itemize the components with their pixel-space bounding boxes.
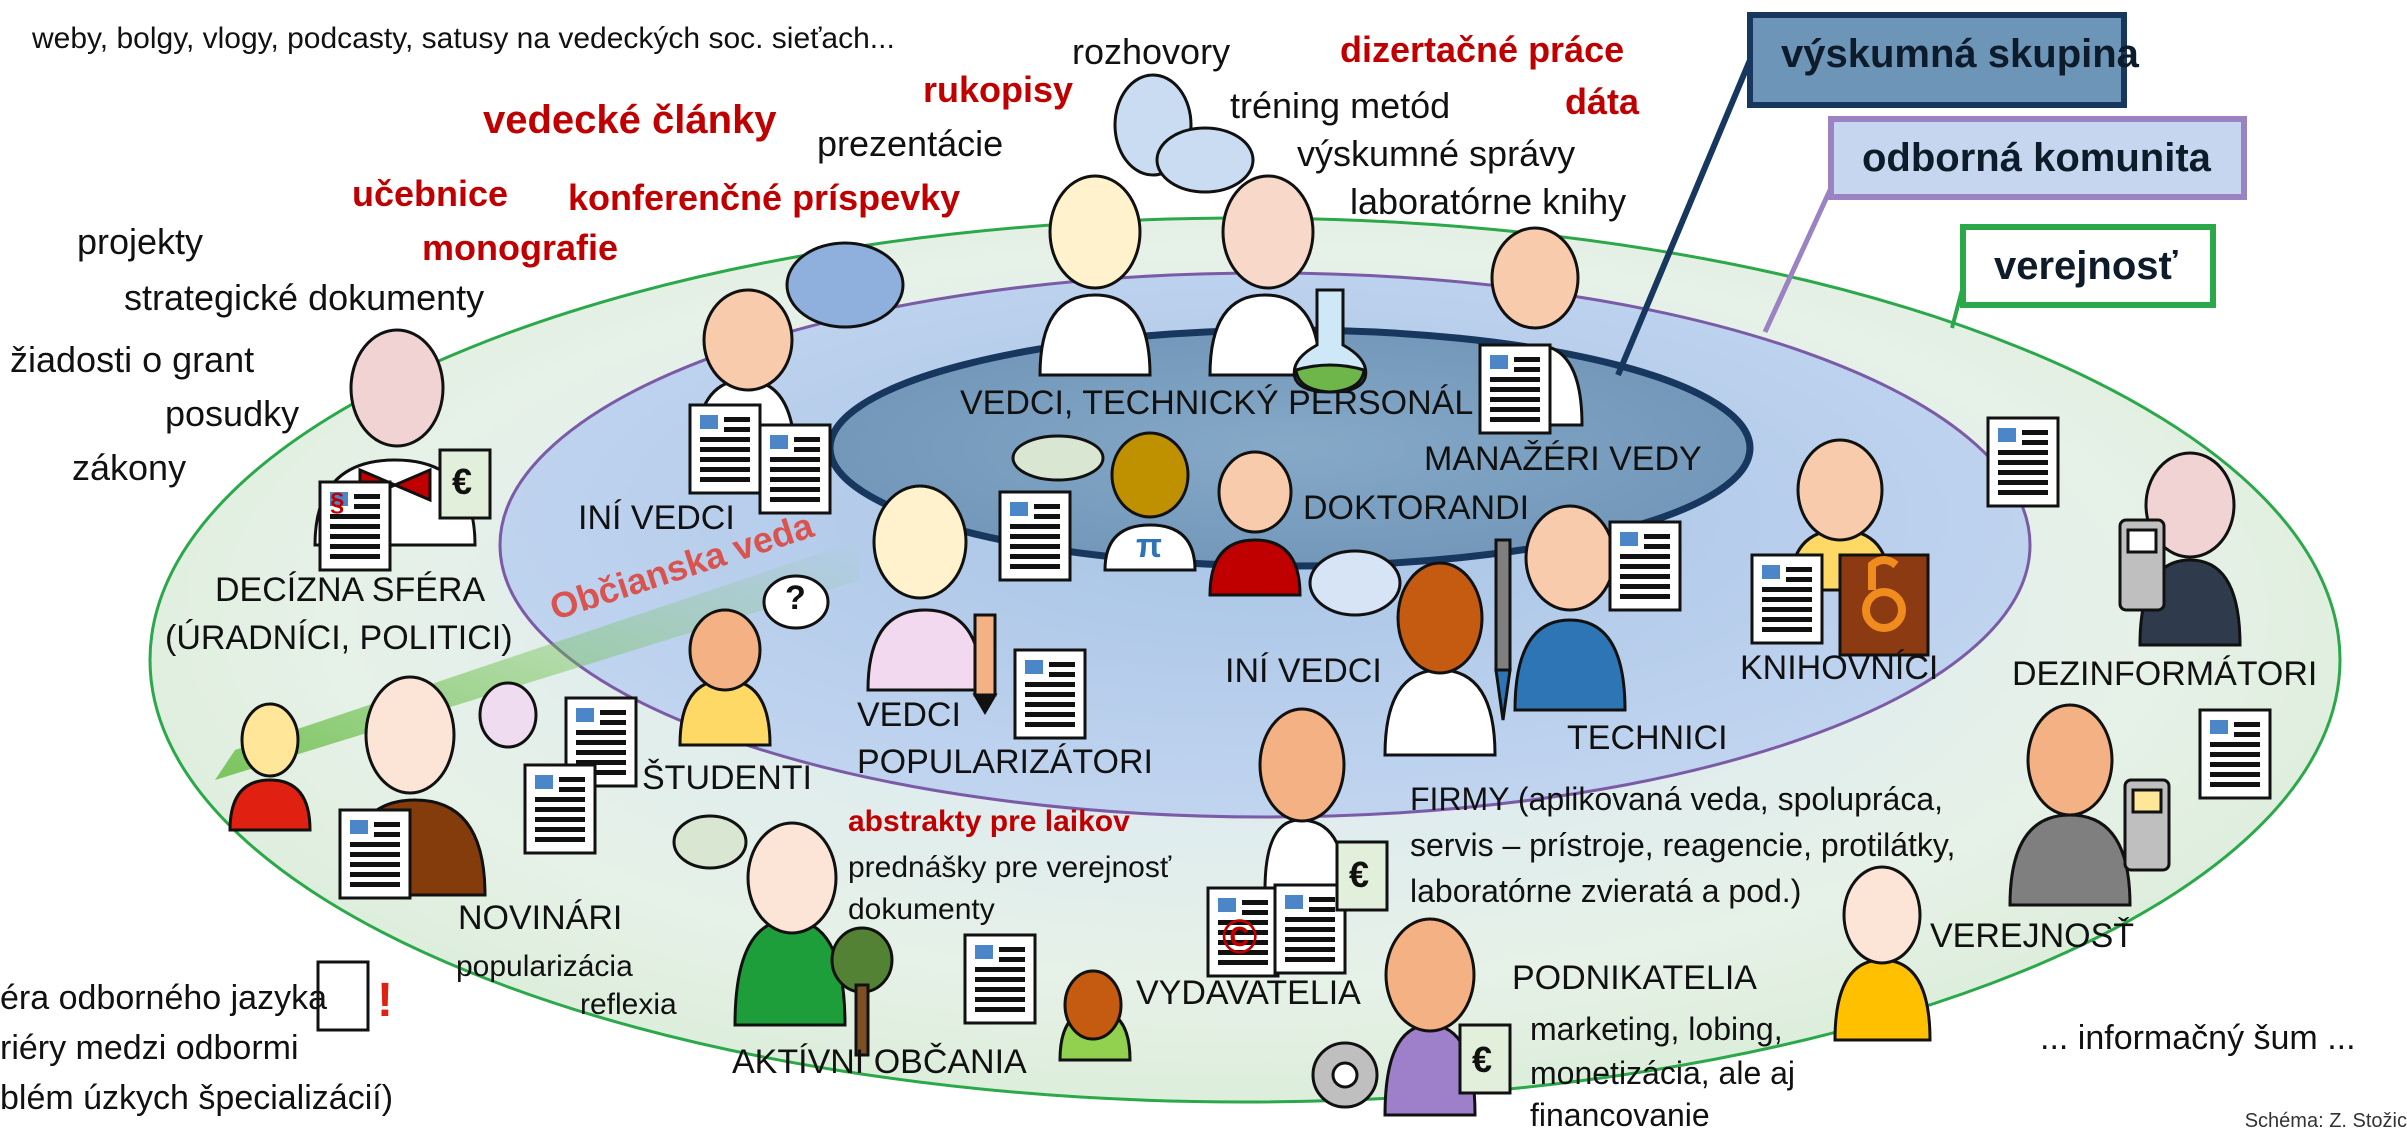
connector-research-group	[1615, 58, 1753, 377]
actor-documents: dokumenty	[848, 893, 995, 926]
actor-other-scientists-left: INÍ VEDCI	[578, 499, 735, 537]
money-notes	[316, 448, 1512, 1095]
output-conference: konferenčné príspevky	[568, 177, 961, 218]
actor-decision-sphere-sub: (ÚRADNÍCI, POLITICI)	[165, 619, 513, 657]
actor-firms-3: laboratórne zvieratá a pod.)	[1410, 873, 1802, 909]
euro-icon: €	[452, 461, 473, 502]
euro-icon: €	[1472, 1039, 1493, 1080]
output-presentations: prezentácie	[817, 123, 1004, 164]
actor-public: VEREJNOSŤ	[1930, 917, 2135, 955]
paragraph-icon: §	[330, 487, 345, 517]
actor-phd: DOKTORANDI	[1303, 489, 1530, 527]
actor-popularizers: VEDCI	[857, 696, 961, 734]
actor-abstracts: abstrakty pre laikov	[848, 805, 1130, 838]
label-professional-community: odborná komunita	[1828, 116, 2247, 200]
question-icon: ?	[785, 579, 806, 617]
output-reviews: posudky	[165, 393, 300, 434]
exclamation-icon: !	[377, 974, 393, 1027]
connector-community	[1762, 188, 1833, 334]
actor-technicians: TECHNICI	[1567, 719, 1728, 757]
output-interviews: rozhovory	[1072, 31, 1231, 72]
label-public: verejnosť	[1960, 224, 2216, 308]
output-web: weby, bolgy, vlogy, podcasty, satusy na …	[32, 22, 895, 55]
actor-decision-sphere: DECÍZNA SFÉRA	[215, 571, 486, 609]
note-jargon-3: blém úzkych špecializácií)	[0, 1079, 394, 1117]
label-research-group: výskumná skupina	[1747, 12, 2139, 108]
output-projects: projekty	[77, 221, 204, 262]
actor-popularizers-sub: POPULARIZÁTORI	[857, 743, 1153, 781]
output-labbooks: laboratórne knihy	[1350, 181, 1627, 222]
actor-firms-2: servis – prístroje, reagencie, protilátk…	[1410, 827, 1956, 863]
actor-disinformers: DEZINFORMÁTORI	[2012, 655, 2318, 693]
output-textbooks: učebnice	[352, 173, 509, 214]
output-laws: zákony	[72, 447, 187, 488]
output-monographs: monografie	[422, 227, 619, 268]
actor-entrepreneurs-2: monetizácia, ale aj	[1530, 1055, 1796, 1091]
speech-bubbles	[478, 73, 1402, 870]
actor-firms-1: FIRMY (aplikovaná veda, spolupráca,	[1410, 781, 1944, 817]
output-manuscripts: rukopisy	[923, 69, 1074, 110]
actor-journalists-popularization: popularizácia	[456, 950, 633, 983]
credit-label: Schéma: Z. Stožic	[2244, 1110, 2407, 1132]
actor-other-scientists-center: INÍ VEDCI	[1225, 652, 1382, 690]
output-grants: žiadosti o grant	[10, 339, 255, 380]
actor-entrepreneurs-3: financovanie	[1530, 1097, 1710, 1133]
actor-lectures: prednášky pre verejnosť	[848, 851, 1172, 884]
decorative-props	[830, 288, 2171, 1109]
actor-active-citizens: AKTÍVNI OBČANIA	[732, 1043, 1027, 1081]
output-methods: tréning metód	[1230, 85, 1451, 126]
actor-journalists-reflection: reflexia	[580, 988, 677, 1021]
note-information-noise: ... informačný šum ...	[2040, 1019, 2356, 1057]
copyright-icon: ©	[1222, 911, 1258, 964]
actor-entrepreneurs-1: marketing, lobing,	[1530, 1011, 1783, 1047]
euro-icon: €	[1349, 854, 1370, 895]
actor-scientists-staff: VEDCI, TECHNICKÝ PERSONÁL	[960, 384, 1474, 422]
output-reports: výskumné správy	[1297, 133, 1576, 174]
note-jargon-2: riéry medzi odbormi	[0, 1029, 299, 1067]
actor-journalists: NOVINÁRI	[458, 899, 623, 937]
actor-entrepreneurs: PODNIKATELIA	[1512, 959, 1757, 997]
output-data: dáta	[1565, 81, 1640, 122]
output-strategic: strategické dokumenty	[124, 277, 485, 318]
output-dissertations: dizertačné práce	[1340, 29, 1625, 70]
actor-students: ŠTUDENTI	[642, 759, 812, 797]
pi-icon: π	[1136, 527, 1163, 565]
actor-publishers: VYDAVATELIA	[1136, 974, 1361, 1012]
output-articles: vedecké články	[483, 98, 777, 142]
actor-managers: MANAŽÉRI VEDY	[1424, 440, 1702, 478]
note-jargon-1: éra odborného jazyka	[0, 979, 328, 1017]
actor-librarians: KNIHOVNÍCI	[1740, 649, 1939, 687]
